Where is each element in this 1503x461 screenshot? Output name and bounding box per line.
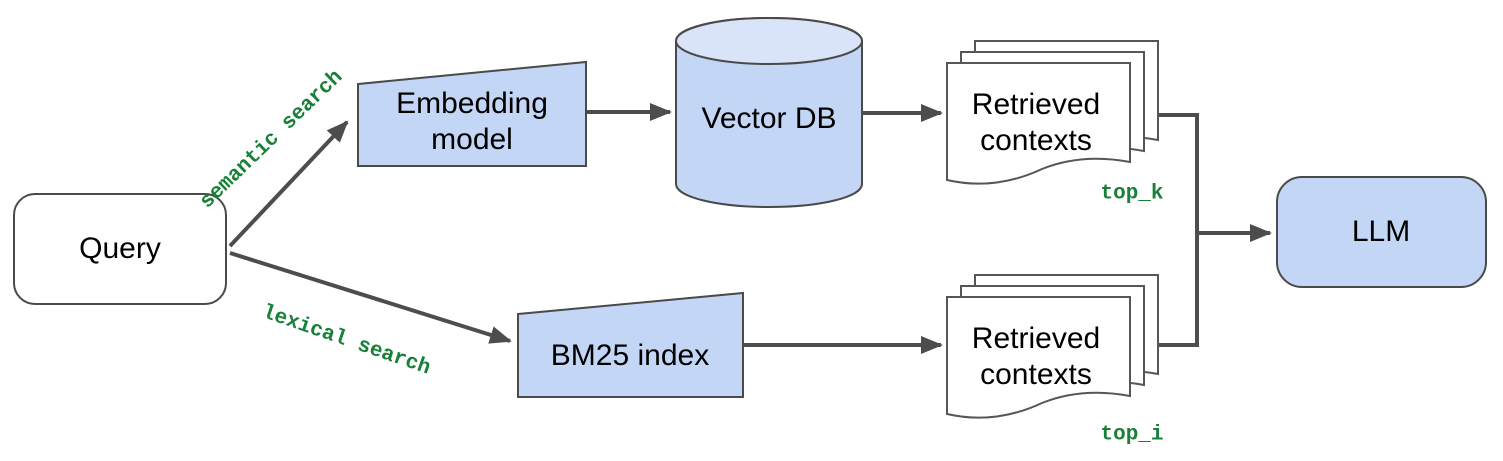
vector-db-top: [675, 17, 863, 65]
top-k-label: top_k: [1100, 182, 1164, 206]
connectors: [228, 103, 1272, 354]
retrieved-contexts-top-label: Retrieved contexts: [972, 87, 1100, 159]
top-i-label: top_i: [1100, 423, 1164, 447]
retrieved-contexts-top-node: [946, 40, 1159, 185]
llm-label: LLM: [1351, 215, 1411, 248]
llm-node: [1276, 176, 1487, 288]
document-sheet-front: [946, 62, 1131, 185]
query-node: [13, 193, 227, 305]
bm25-index-label: BM25 index: [550, 339, 710, 372]
embedding-model-node: [357, 60, 587, 167]
retrieved-contexts-bottom-label-line1: Retrieved: [971, 322, 1101, 355]
document-sheet-front: [946, 296, 1131, 419]
vector-db-label: Vector DB: [701, 102, 837, 135]
retrieved-contexts-bottom-node: [946, 274, 1159, 419]
connector-merge-elbow: [1158, 113, 1199, 347]
arrow-query-to-bm25-index: [229, 251, 512, 344]
arrow-query-to-embedding-model: [228, 120, 349, 248]
bm25-index-node: [517, 291, 744, 398]
retrieved-contexts-bottom-label: Retrieved contexts: [972, 321, 1100, 393]
embedding-model-label: Embedding model: [396, 86, 548, 158]
retrieved-contexts-bottom-label-line2: contexts: [980, 358, 1092, 391]
query-label: Query: [79, 232, 161, 265]
vector-db-node: [675, 16, 863, 209]
embedding-model-label-line1: Embedding: [396, 87, 548, 120]
embedding-model-label-line2: model: [431, 123, 513, 156]
retrieved-contexts-top-label-line2: contexts: [980, 124, 1092, 157]
retrieved-contexts-top-label-line1: Retrieved: [971, 88, 1101, 121]
